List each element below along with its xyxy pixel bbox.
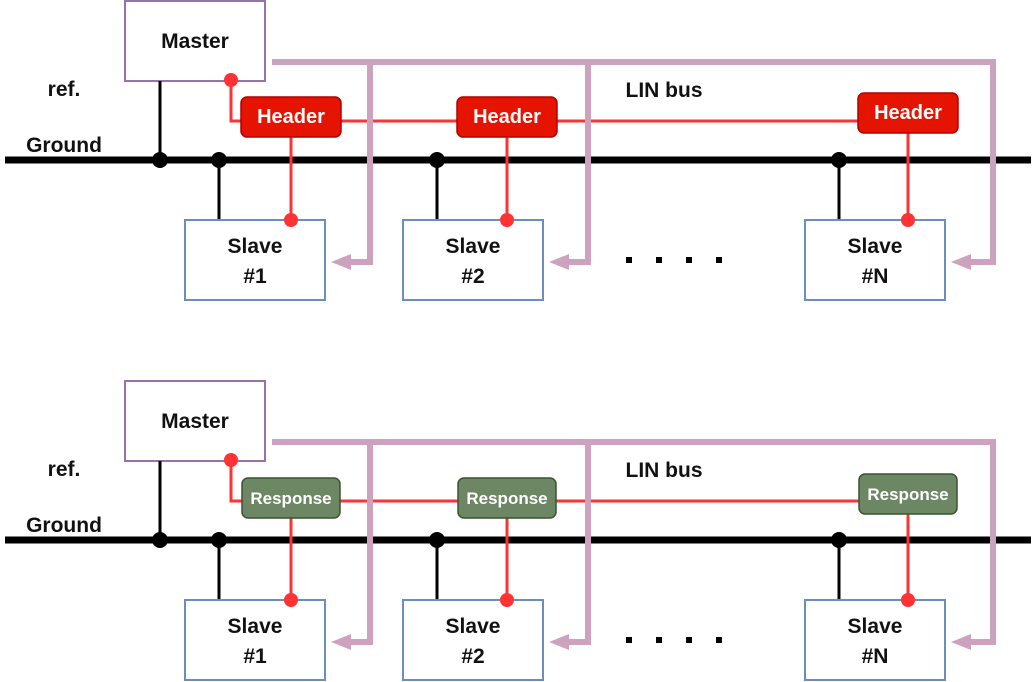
header-frame-box bbox=[456, 96, 558, 138]
slave-box bbox=[184, 599, 326, 681]
arrowhead-icon bbox=[331, 634, 351, 650]
master-lin-pin bbox=[224, 73, 238, 87]
arrowhead-icon bbox=[549, 634, 569, 650]
master-box bbox=[124, 0, 266, 82]
lin-bus-label: LIN bus bbox=[626, 79, 703, 102]
header-frame-box bbox=[240, 96, 342, 138]
ground-junction-dot bbox=[211, 152, 227, 168]
response-frame-box bbox=[858, 473, 958, 515]
ground-label-ref: ref. bbox=[48, 78, 81, 101]
ground-junction-dot bbox=[152, 152, 168, 168]
ground-label-ground: Ground bbox=[26, 134, 102, 157]
ellipsis-dot bbox=[716, 257, 722, 263]
slave-1: Slave #1 Response bbox=[184, 442, 373, 681]
slave-number: #N bbox=[862, 645, 889, 668]
ellipsis-dot bbox=[626, 637, 632, 643]
master-label: Master bbox=[161, 410, 229, 433]
slave-number: #N bbox=[862, 265, 889, 288]
response-frame-label: Response bbox=[250, 489, 331, 508]
slave-2: Slave #2 Response bbox=[402, 442, 591, 681]
response-frame-label: Response bbox=[867, 485, 948, 504]
ellipsis-dots bbox=[626, 257, 722, 263]
lin-bus-label: LIN bus bbox=[626, 459, 703, 482]
ground-junction-dot bbox=[429, 532, 445, 548]
lin-wire bbox=[229, 80, 910, 123]
slave-box bbox=[402, 219, 544, 301]
slave-box bbox=[402, 599, 544, 681]
slave-number: #1 bbox=[243, 645, 267, 668]
ellipsis-dots bbox=[626, 637, 722, 643]
slave-box bbox=[804, 599, 946, 681]
ground-label-ref: ref. bbox=[48, 458, 81, 481]
ellipsis-dot bbox=[626, 257, 632, 263]
header-frame-label: Header bbox=[473, 106, 541, 128]
slave-lin-pin bbox=[500, 593, 514, 607]
ground-junction-dot bbox=[831, 152, 847, 168]
response-frame-label: Response bbox=[466, 489, 547, 508]
ellipsis-dot bbox=[656, 637, 662, 643]
slave-lin-pin bbox=[901, 593, 915, 607]
slave-number: #2 bbox=[461, 645, 484, 668]
slave-label: Slave bbox=[848, 615, 903, 638]
lin-wire bbox=[229, 460, 910, 503]
arrowhead-icon bbox=[951, 634, 971, 650]
header-frame-box bbox=[857, 92, 959, 134]
ground-junction-dot bbox=[152, 532, 168, 548]
slave-lin-pin bbox=[901, 213, 915, 227]
slave-number: #2 bbox=[461, 265, 484, 288]
slave-n: Slave #N Response bbox=[804, 473, 996, 681]
arrowhead-icon bbox=[331, 254, 351, 270]
ellipsis-dot bbox=[716, 637, 722, 643]
master-box bbox=[124, 380, 266, 462]
master-lin-pin bbox=[224, 453, 238, 467]
slave-1: Slave #1 Header bbox=[184, 62, 373, 301]
slave-lin-pin bbox=[284, 213, 298, 227]
slave-lin-pin bbox=[284, 593, 298, 607]
response-frame-box bbox=[241, 477, 341, 519]
slave-n: Slave #N Header bbox=[804, 92, 996, 301]
slave-box bbox=[184, 219, 326, 301]
lin-bus-signal-line bbox=[272, 439, 996, 642]
arrowhead-icon bbox=[549, 254, 569, 270]
ellipsis-dot bbox=[686, 257, 692, 263]
ground-junction-dot bbox=[429, 152, 445, 168]
ground-junction-dot bbox=[211, 532, 227, 548]
slave-box bbox=[804, 219, 946, 301]
slave-label: Slave bbox=[446, 615, 501, 638]
slave-label: Slave bbox=[848, 235, 903, 258]
response-frame-box bbox=[457, 477, 557, 519]
slave-number: #1 bbox=[243, 265, 267, 288]
arrowhead-icon bbox=[951, 254, 971, 270]
slave-label: Slave bbox=[446, 235, 501, 258]
slave-label: Slave bbox=[228, 615, 283, 638]
slave-label: Slave bbox=[228, 235, 283, 258]
lin-bus-signal-line bbox=[272, 59, 996, 262]
slave-2: Slave #2 Header bbox=[402, 62, 591, 301]
header-frame-label: Header bbox=[257, 106, 325, 128]
header-frame-label: Header bbox=[874, 102, 942, 124]
ground-junction-dot bbox=[831, 532, 847, 548]
ellipsis-dot bbox=[686, 637, 692, 643]
ellipsis-dot bbox=[656, 257, 662, 263]
master-label: Master bbox=[161, 30, 229, 53]
slave-lin-pin bbox=[500, 213, 514, 227]
ground-label-ground: Ground bbox=[26, 514, 102, 537]
